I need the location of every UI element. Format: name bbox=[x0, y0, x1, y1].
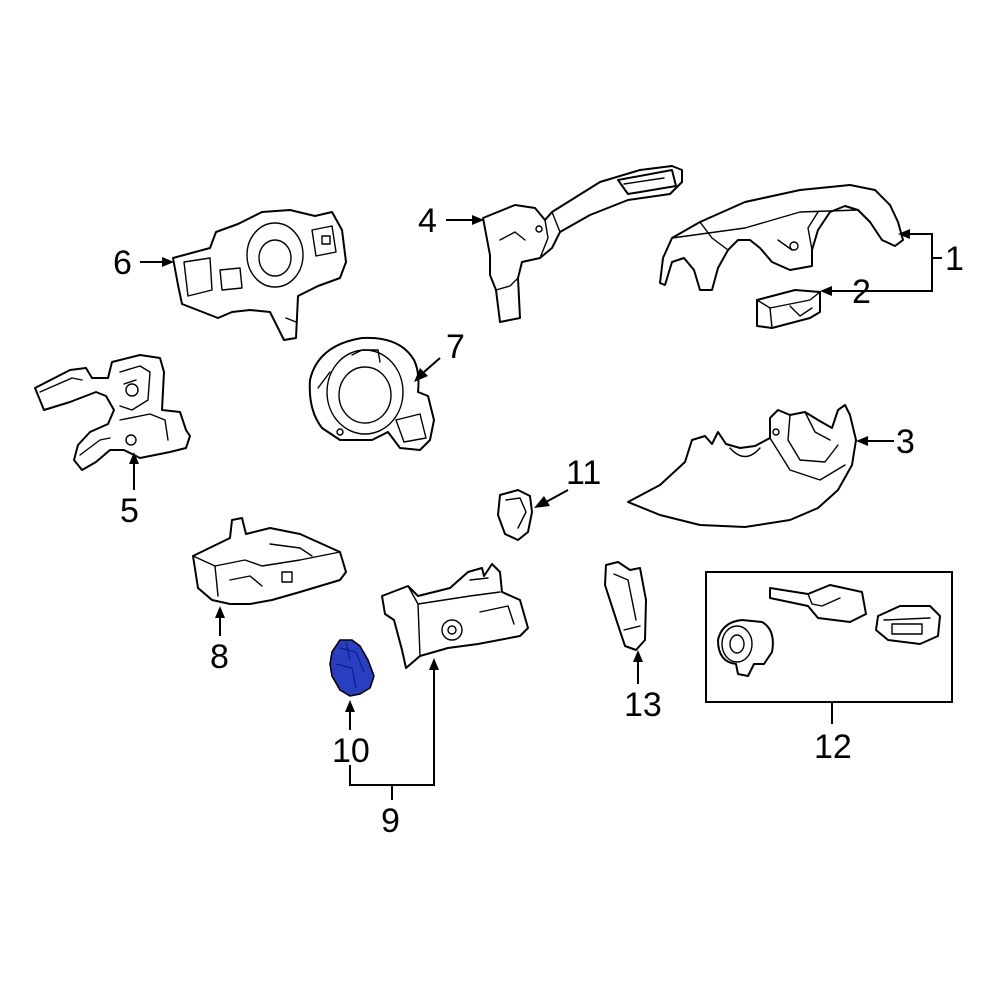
part-3-lower-shroud[interactable] bbox=[627, 404, 857, 528]
part-13-trim-cover[interactable] bbox=[604, 561, 647, 651]
callout-2: 2 bbox=[852, 273, 871, 311]
part-5-wiper-switch[interactable] bbox=[34, 354, 191, 471]
part-2-bracket[interactable] bbox=[756, 289, 821, 329]
callout-4: 4 bbox=[418, 202, 437, 240]
part-9-lock-housing[interactable] bbox=[381, 563, 529, 669]
part-4-turn-signal-switch[interactable] bbox=[482, 165, 683, 323]
part-11-clip[interactable] bbox=[497, 489, 533, 541]
part-12-inset[interactable] bbox=[705, 571, 953, 703]
part-10-highlighted-module[interactable] bbox=[329, 639, 375, 697]
callout-9: 9 bbox=[381, 802, 400, 840]
callout-5: 5 bbox=[120, 492, 139, 530]
callout-6: 6 bbox=[113, 244, 132, 282]
part-1-upper-shroud[interactable] bbox=[659, 184, 904, 291]
callout-labels: 1 2 3 4 5 6 7 8 9 10 11 12 13 bbox=[113, 202, 964, 840]
callout-13: 13 bbox=[624, 686, 662, 724]
callout-10: 10 bbox=[332, 732, 370, 770]
part-7-clock-spring[interactable] bbox=[308, 336, 435, 451]
part-6-switch-module[interactable] bbox=[172, 209, 347, 341]
callout-11: 11 bbox=[566, 454, 601, 492]
callout-8: 8 bbox=[210, 638, 229, 676]
part-8-housing[interactable] bbox=[192, 517, 347, 605]
callout-3: 3 bbox=[896, 423, 915, 461]
leader-lines bbox=[129, 215, 942, 800]
callout-7: 7 bbox=[446, 328, 465, 366]
callout-12: 12 bbox=[814, 728, 852, 766]
callout-1: 1 bbox=[945, 240, 964, 278]
